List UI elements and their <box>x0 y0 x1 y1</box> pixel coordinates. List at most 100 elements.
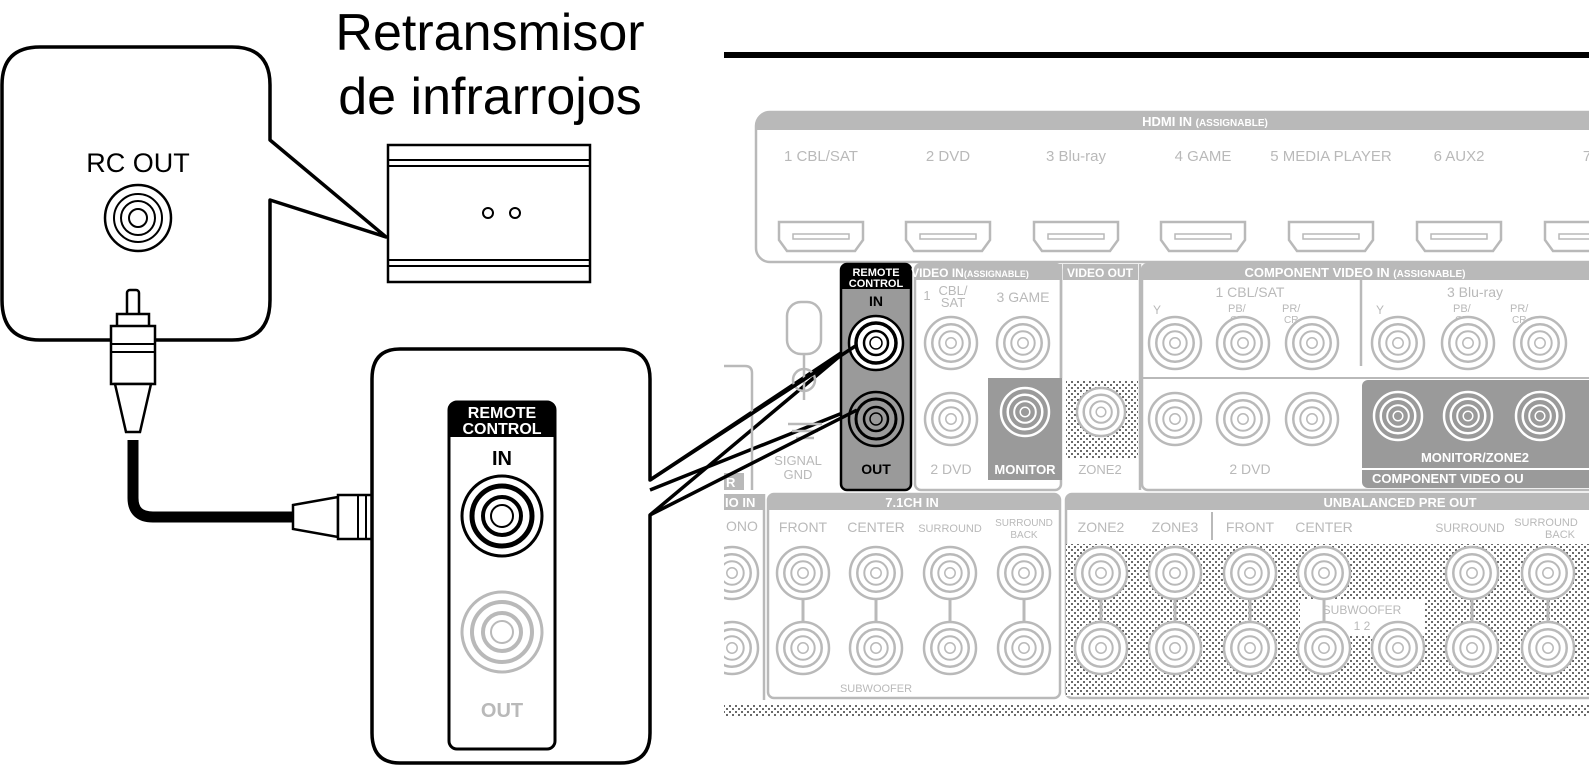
pre-front: FRONT <box>1226 519 1275 535</box>
hdmi-input-label: 3 Blu-ray <box>1046 148 1107 165</box>
rc-out-label: RC OUT <box>86 148 190 178</box>
ch71-surr-back-2: BACK <box>1010 530 1038 541</box>
pre-out-top-jack-icon <box>1073 545 1129 601</box>
left-edge-mono: ONO <box>726 518 758 534</box>
hdmi-input-label: 5 MEDIA PLAYER <box>1270 148 1392 165</box>
component-in-jack-icon <box>1512 315 1568 371</box>
video-in-1-line1: CBL/ <box>939 283 968 298</box>
signal-gnd-terminal <box>785 300 823 440</box>
component-in-jack-icon <box>1370 315 1426 371</box>
component-in-jack-icon <box>1147 315 1203 371</box>
remote-header-2: CONTROL <box>849 278 904 290</box>
hdmi-input-label: 4 GAME <box>1175 148 1232 165</box>
pre-out-top-jack-icon <box>1147 545 1203 601</box>
mono-cable <box>127 440 295 523</box>
component-2-label: 2 DVD <box>1229 461 1270 477</box>
left-edge-r: R <box>726 475 736 490</box>
zoom-header-line-1: REMOTE <box>468 405 537 422</box>
remote-out-jack-icon <box>847 390 905 448</box>
component-y-label: Y <box>1153 303 1161 317</box>
zoom-in-jack-icon <box>460 474 544 558</box>
hdmi-port-icon <box>1159 220 1247 253</box>
component-cr-label: CR <box>1284 315 1298 326</box>
pre-sub-nums: 1 2 <box>1354 619 1371 633</box>
hdmi-input-label: 7 <box>1583 148 1589 165</box>
pre-zone2: ZONE2 <box>1078 519 1125 535</box>
receiver-rear-panel: HDMI IN (ASSIGNABLE) 1 CBL/SAT 2 DVD 3 Blu… <box>724 110 1589 716</box>
zoom-pointer-lines <box>649 343 858 517</box>
ch71-header: 7.1CH IN <box>885 495 938 510</box>
component-1-label: 1 CBL/SAT <box>1216 284 1285 300</box>
pre-out-top-jack-icon <box>1296 545 1352 601</box>
component-out-jack-icon <box>1442 390 1494 442</box>
hdmi-port-icon <box>1543 220 1589 253</box>
rc-out-jack-icon <box>103 183 173 253</box>
video-in-3-jack-icon <box>995 315 1051 371</box>
ch71-surround: SURROUND <box>918 523 982 535</box>
ch71-front: FRONT <box>779 519 828 535</box>
video-in-3-label: 3 GAME <box>997 289 1050 305</box>
remote-in-label: IN <box>869 293 883 309</box>
signal-gnd-label-2: GND <box>784 467 813 482</box>
component-in-jack-icon <box>1440 315 1496 371</box>
title-line-2: de infrarrojos <box>338 68 641 126</box>
pre-out-top-jack-icon <box>1222 545 1278 601</box>
ch71-center: CENTER <box>847 519 905 535</box>
zoom-out-label: OUT <box>481 700 523 722</box>
video-in-header: VIDEO IN(ASSIGNABLE) <box>911 266 1029 280</box>
component-3-label: 3 Blu-ray <box>1447 284 1503 300</box>
pre-surr-back-2: BACK <box>1545 529 1576 541</box>
pre-out-bottom-jack-icon <box>1520 620 1576 676</box>
component-pb-label: PB/ <box>1228 303 1247 315</box>
ch71-top-jack-icon <box>996 545 1052 601</box>
hdmi-header: HDMI IN (ASSIGNABLE) <box>1142 114 1268 129</box>
hdmi-input-label: 6 AUX2 <box>1434 148 1485 165</box>
video-in-1-jack-icon <box>923 315 979 371</box>
pre-out-bottom-jack-icon <box>1147 620 1203 676</box>
audio-in-stub-jack-icon <box>724 620 760 676</box>
audio-in-stub-jack-icon <box>724 545 760 601</box>
remote-out-label: OUT <box>861 461 891 477</box>
hdmi-port-icon <box>1287 220 1375 253</box>
hdmi-port-icon <box>1032 220 1120 253</box>
component-header: COMPONENT VIDEO IN (ASSIGNABLE) <box>1244 265 1465 280</box>
component-y-label: Y <box>1376 303 1384 317</box>
ch71-bottom-jack-icon <box>996 620 1052 676</box>
zone2-label: ZONE2 <box>1078 462 1121 477</box>
monitor-zone2-label: MONITOR/ZONE2 <box>1421 450 1529 465</box>
remote-control-jacks: REMOTE CONTROL IN OUT <box>839 262 913 492</box>
component-pb-label: PB/ <box>1453 303 1472 315</box>
pre-out-top-jack-icon <box>1520 545 1576 601</box>
ir-repeater-device <box>386 143 592 284</box>
pre-zone3: ZONE3 <box>1152 519 1199 535</box>
remote-header-1: REMOTE <box>852 267 899 279</box>
component-out-jack-icon <box>1372 390 1424 442</box>
left-edge-in: IO IN <box>725 495 755 510</box>
component-2-jack-icon <box>1284 391 1340 447</box>
ir-led-left-icon <box>482 207 494 219</box>
pre-center: CENTER <box>1295 519 1353 535</box>
pre-out-bottom-jack-icon <box>1296 620 1352 676</box>
hdmi-input-label: 2 DVD <box>926 148 970 165</box>
pre-out-bottom-jack-icon <box>1222 620 1278 676</box>
remote-control-zoom-panel: REMOTE CONTROL IN OUT <box>447 400 557 751</box>
ch71-surr-back-1: SURROUND <box>995 518 1053 529</box>
component-in-jack-icon <box>1284 315 1340 371</box>
ch71-bottom-jack-icon <box>922 620 978 676</box>
ch71-top-jack-icon <box>922 545 978 601</box>
pre-out-bottom-jack-icon <box>1444 620 1500 676</box>
component-out-label: COMPONENT VIDEO OU <box>1372 471 1524 486</box>
pre-surround: SURROUND <box>1435 521 1505 535</box>
component-pr-label: PR/ <box>1282 303 1301 315</box>
ch71-in-section: 7.1CH IN FRONT CENTER SURROUND SURROUND … <box>766 492 1062 700</box>
hdmi-port-icon <box>777 220 865 253</box>
remote-in-jack-icon <box>847 314 905 372</box>
component-cr-label: CR <box>1512 315 1526 326</box>
hdmi-port-icon <box>904 220 992 253</box>
zoom-header-line-2: CONTROL <box>462 421 541 438</box>
component-in-jack-icon <box>1215 315 1271 371</box>
hdmi-port-icon <box>1415 220 1503 253</box>
rc-out-callout: RC OUT <box>0 45 388 342</box>
signal-gnd-label-1: SIGNAL <box>774 453 822 468</box>
pre-out-top-jack-icon <box>1444 545 1500 601</box>
